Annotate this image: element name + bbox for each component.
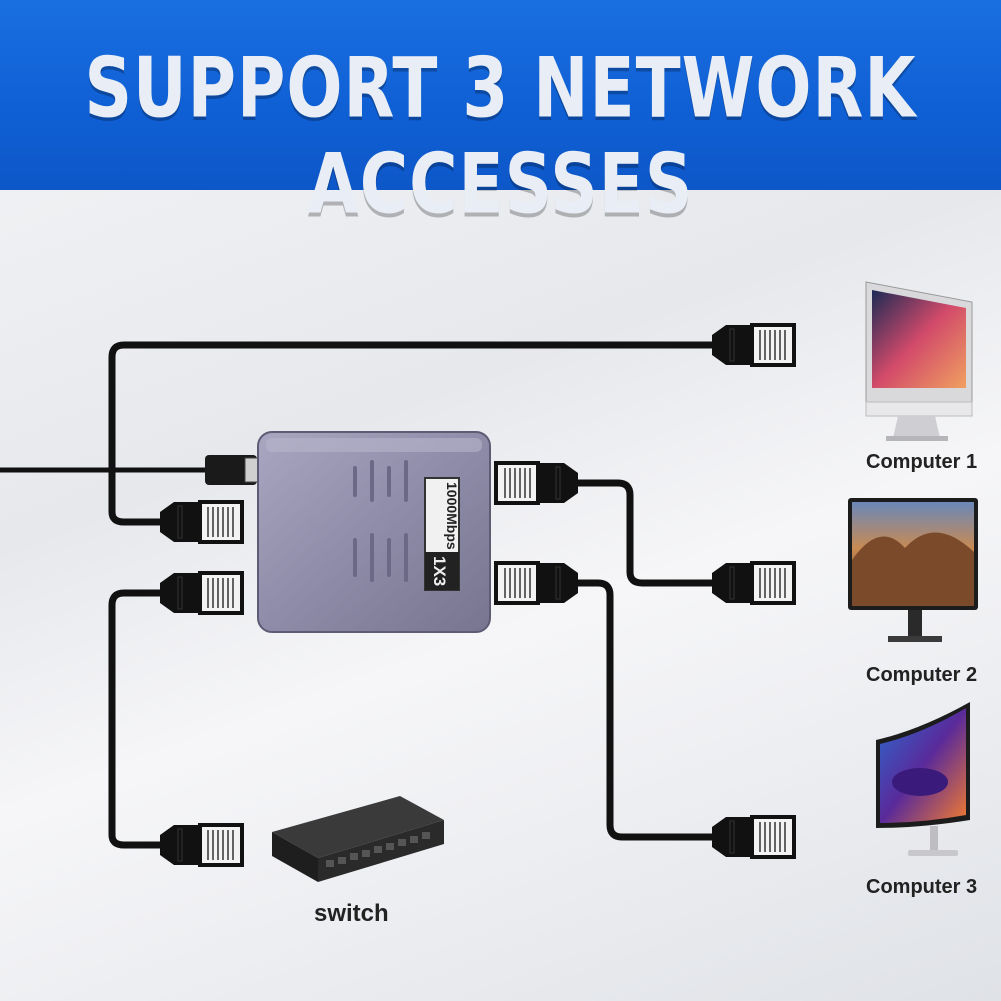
cables bbox=[0, 341, 712, 849]
rj45-connector-icon bbox=[710, 323, 796, 367]
cable-computer-3 bbox=[578, 579, 712, 841]
title-banner: SUPPORT 3 NETWORK ACCESSES bbox=[0, 0, 1001, 233]
computer-3-label: Computer 3 bbox=[866, 876, 978, 898]
rj45-connector-icon bbox=[710, 815, 796, 859]
monitor-icon bbox=[848, 498, 978, 642]
device-ratio-label: 1X3 bbox=[430, 556, 449, 586]
rj45-connector-icon bbox=[710, 561, 796, 605]
cable-switch bbox=[108, 589, 160, 849]
rj45-connector-icon bbox=[158, 571, 244, 615]
ethernet-splitter-device: 1000Mbps 1X3 bbox=[257, 431, 491, 633]
rj45-connector-icon bbox=[494, 561, 580, 605]
monitor-icon bbox=[865, 281, 973, 441]
rj45-connector-icon bbox=[494, 461, 580, 505]
computer-1-label: Computer 1 bbox=[866, 451, 978, 473]
cable-computer-2 bbox=[578, 479, 712, 587]
rj45-connector-icon bbox=[158, 500, 244, 544]
usb-plug-icon bbox=[205, 455, 266, 485]
switch-label: switch bbox=[314, 900, 389, 927]
device-speed-label: 1000Mbps bbox=[444, 482, 460, 550]
monitor-icon bbox=[876, 702, 970, 856]
rj45-connector-icon bbox=[158, 823, 244, 867]
network-switch-icon bbox=[272, 796, 444, 882]
banner-title: SUPPORT 3 NETWORK ACCESSES bbox=[84, 40, 917, 233]
computer-2-label: Computer 2 bbox=[866, 664, 978, 686]
cable-computer-1 bbox=[108, 341, 712, 526]
